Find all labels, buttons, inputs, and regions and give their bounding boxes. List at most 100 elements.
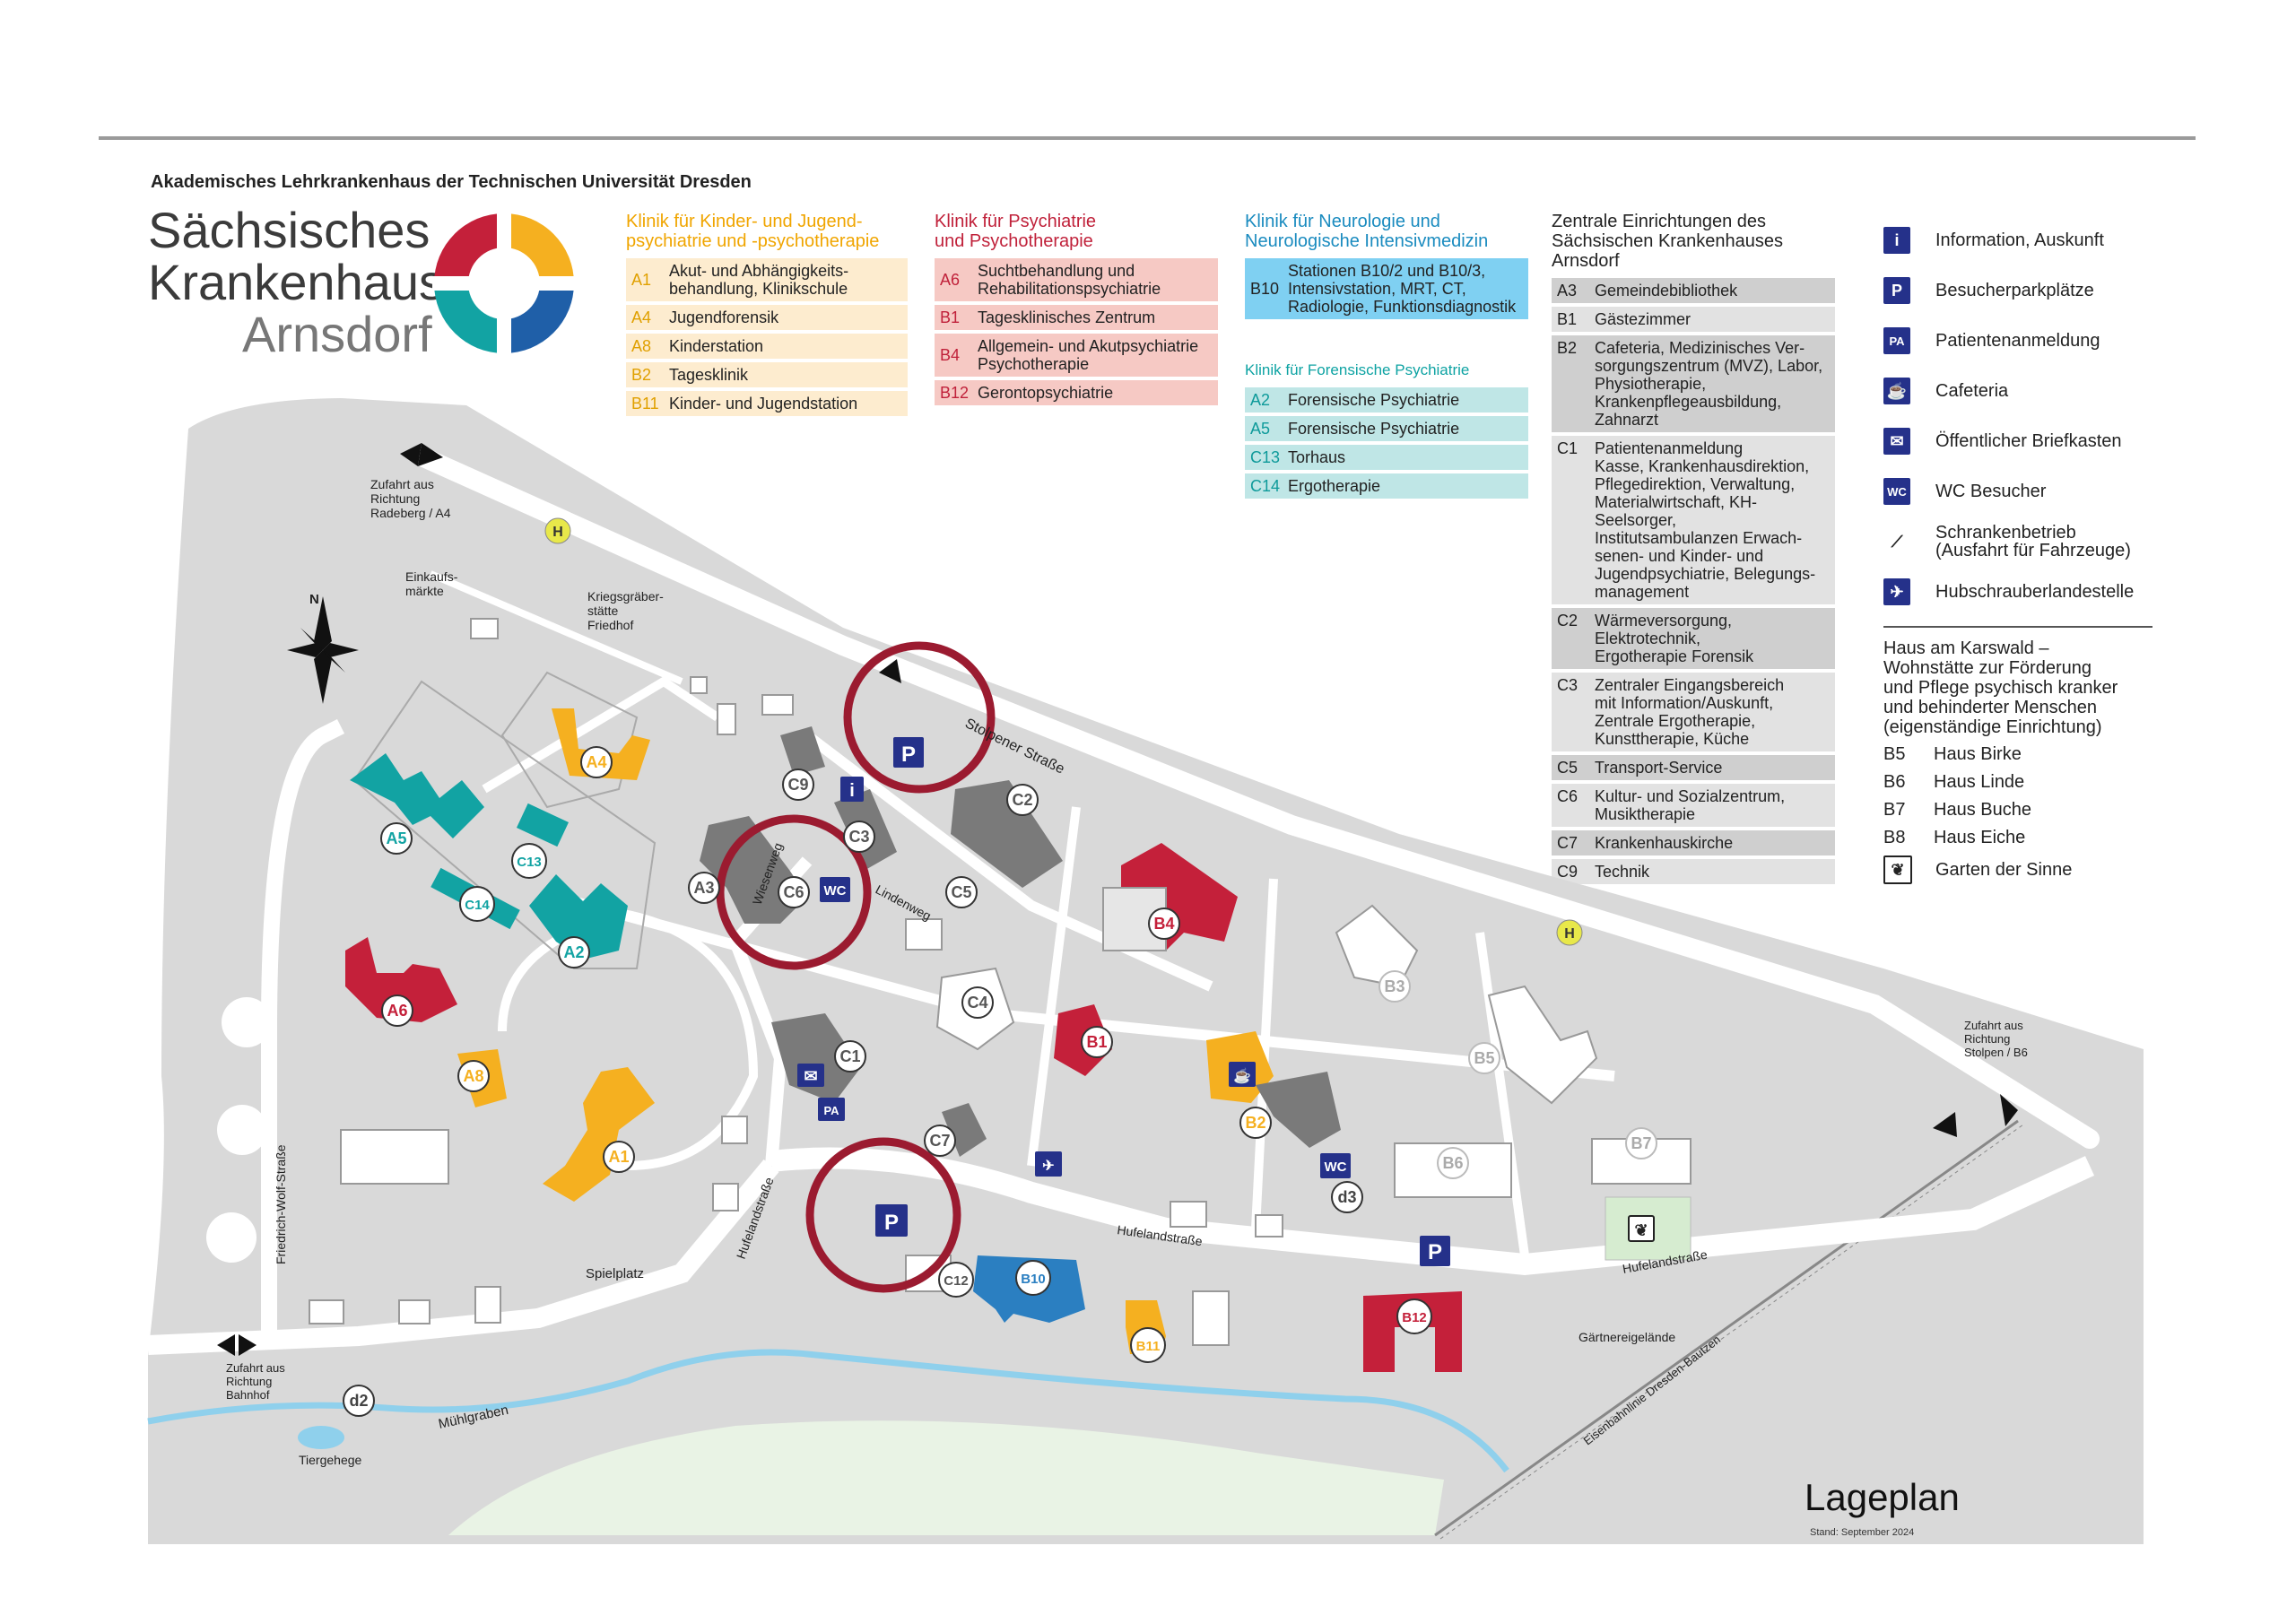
- legend-code: C3: [1557, 676, 1578, 694]
- badge-c12[interactable]: C12: [938, 1262, 974, 1298]
- highlight-c6: [716, 814, 872, 970]
- badge-label: A6: [387, 1002, 407, 1020]
- badge-a8[interactable]: A8: [457, 1060, 490, 1092]
- badge-label: C12: [944, 1273, 969, 1289]
- symbol-label: Hubschrauberlandestelle: [1935, 582, 2135, 602]
- legend-neu-title: Klinik für Neurologie und Neurologische …: [1245, 212, 1489, 251]
- badge-c2[interactable]: C2: [1006, 784, 1039, 816]
- badge-label: B6: [1442, 1154, 1463, 1172]
- building-c9[interactable]: [780, 726, 825, 776]
- garden-label: Garten der Sinne: [1935, 859, 2073, 880]
- badge-c5[interactable]: C5: [945, 876, 978, 908]
- badge-c14[interactable]: C14: [459, 886, 495, 922]
- badge-c3[interactable]: C3: [843, 821, 875, 853]
- svg-text:i: i: [849, 781, 855, 801]
- badge-a3[interactable]: A3: [688, 872, 720, 904]
- legend-label: Stationen B10/2 und B10/3, Intensivstati…: [1288, 262, 1517, 316]
- symbol-label: Patientenanmeldung: [1935, 331, 2100, 351]
- badge-label: A3: [693, 879, 714, 897]
- badge-b3[interactable]: B3: [1378, 970, 1411, 1003]
- parking-south-icon: P: [875, 1204, 908, 1237]
- building-a4[interactable]: [552, 708, 650, 780]
- inner-road-5: [1475, 932, 1529, 1256]
- badge-b7[interactable]: B7: [1625, 1127, 1657, 1159]
- badge-a1[interactable]: A1: [603, 1141, 635, 1173]
- building-a5[interactable]: [350, 753, 484, 838]
- badge-d2[interactable]: d2: [343, 1385, 375, 1417]
- building-c13[interactable]: [517, 803, 569, 847]
- legend-label: Tagesklinik: [669, 366, 749, 384]
- badge-c6[interactable]: C6: [778, 876, 810, 908]
- badge-a5[interactable]: A5: [380, 822, 413, 855]
- haus-code: B8: [1883, 828, 1906, 847]
- haus-label: Haus Linde: [1934, 772, 2025, 792]
- badge-b1[interactable]: B1: [1081, 1026, 1113, 1058]
- cafeteria-map-icon: ☕: [1229, 1062, 1256, 1087]
- legend-kjp: Klinik für Kinder- und Jugend- psychiatr…: [626, 212, 908, 420]
- legend-code: C7: [1557, 834, 1578, 852]
- badge-a2[interactable]: A2: [558, 936, 590, 968]
- legend-code: A5: [1250, 420, 1271, 438]
- badge-label: C1: [839, 1047, 860, 1065]
- building-a1[interactable]: [543, 1067, 655, 1202]
- svg-text:H: H: [1564, 926, 1575, 942]
- legend-label: Wärmeversorgung, Elektrotechnik, Ergothe…: [1595, 612, 1754, 665]
- badge-c4[interactable]: C4: [961, 986, 994, 1019]
- building-c7[interactable]: [942, 1103, 987, 1157]
- badge-label: C14: [465, 898, 490, 913]
- building-b3[interactable]: [1335, 904, 1419, 988]
- svg-text:WC: WC: [824, 883, 847, 899]
- badge-label: B10: [1021, 1272, 1046, 1287]
- symbol-row-cafeteria: ☕Cafeteria: [1883, 366, 2188, 416]
- badge-d3[interactable]: d3: [1331, 1181, 1363, 1213]
- building-c2[interactable]: [951, 780, 1063, 888]
- legend-code: B2: [1557, 339, 1578, 357]
- south-road: [147, 1159, 779, 1355]
- legend-code: B2: [631, 366, 652, 384]
- haus-label: Haus Buche: [1934, 800, 2031, 820]
- symbol-row-barrier: ⟋Schrankenbetrieb (Ausfahrt für Fahrzeug…: [1883, 517, 2188, 567]
- legend-label: Suchtbehandlung und Rehabilitationspsych…: [978, 262, 1161, 298]
- badge-b6[interactable]: B6: [1437, 1147, 1469, 1179]
- legend-label: Allgemein- und Akutpsychiatrie Psychothe…: [978, 337, 1199, 373]
- badge-c1[interactable]: C1: [834, 1040, 866, 1073]
- legend-label: Forensische Psychiatrie: [1288, 420, 1460, 438]
- badge-c7[interactable]: C7: [924, 1125, 956, 1157]
- hufelandstrasse: [770, 1147, 2095, 1276]
- legend-neurologie: Klinik für Neurologie und Neurologische …: [1245, 212, 1528, 323]
- building-a2[interactable]: [529, 874, 628, 960]
- badge-b4[interactable]: B4: [1148, 908, 1180, 940]
- badge-a6[interactable]: A6: [381, 994, 413, 1027]
- parking-east-icon: P: [1420, 1236, 1450, 1266]
- building-b5[interactable]: [1487, 985, 1598, 1105]
- badge-a4[interactable]: A4: [580, 746, 613, 778]
- badge-b2[interactable]: B2: [1239, 1107, 1272, 1139]
- map-label-spielplatz: Spielplatz: [586, 1266, 644, 1281]
- badge-b12[interactable]: B12: [1396, 1298, 1432, 1334]
- badge-b5[interactable]: B5: [1468, 1042, 1500, 1074]
- legend-label: Jugendforensik: [669, 308, 779, 326]
- badge-label: B7: [1631, 1134, 1651, 1152]
- badge-c9[interactable]: C9: [782, 769, 814, 801]
- building-b12[interactable]: [1363, 1291, 1462, 1372]
- building-a6[interactable]: [345, 937, 457, 1022]
- badge-label: A2: [563, 943, 584, 961]
- muehlgraben-stream: [147, 1349, 1509, 1473]
- badge-b10[interactable]: B10: [1015, 1260, 1051, 1296]
- badge-c13[interactable]: C13: [511, 843, 547, 879]
- svg-text:P: P: [884, 1211, 899, 1235]
- badge-label: B1: [1086, 1033, 1107, 1051]
- legend-label: Gemeindebibliothek: [1595, 282, 1738, 300]
- legend-code: C5: [1557, 759, 1578, 777]
- badge-label: C6: [783, 883, 804, 901]
- wc-c6-icon: WC: [820, 877, 850, 902]
- building-c1[interactable]: [771, 1013, 861, 1103]
- badge-b11[interactable]: B11: [1130, 1327, 1166, 1363]
